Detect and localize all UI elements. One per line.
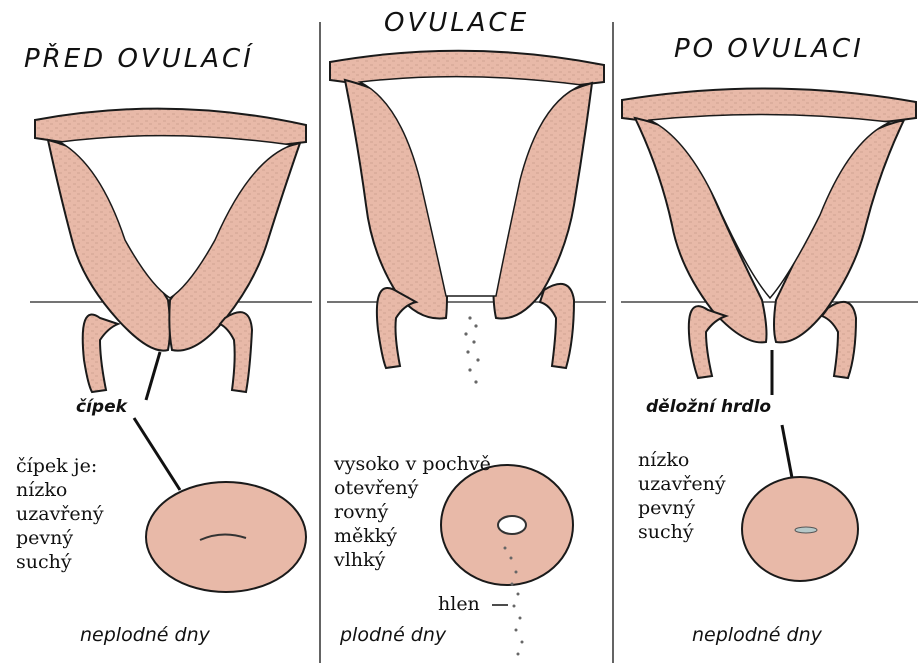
description-line: uzavřený: [638, 472, 726, 496]
description-line: vlhký: [334, 548, 491, 572]
description-after: nízko uzavřený pevný suchý: [638, 448, 726, 544]
description-line: měkký: [334, 524, 491, 548]
vaginal-wall-left-1: [83, 315, 118, 392]
pointer-line-os-1: [134, 418, 180, 490]
mucus-drops-top: [464, 316, 479, 383]
label-hlen: hlen: [438, 592, 480, 616]
os-slit-3: [795, 527, 817, 533]
label-cervix-neck: děložní hrdlo: [646, 397, 771, 417]
panel-title-ovulation: OVULACE: [384, 8, 529, 38]
description-line: nízko: [16, 478, 104, 502]
panel-title-before: PŘED OVULACÍ: [24, 44, 254, 74]
description-line: suchý: [16, 550, 104, 574]
vaginal-wall-left-2: [377, 288, 416, 368]
description-line: uzavřený: [16, 502, 104, 526]
panel-title-after: PO OVULACI: [674, 34, 864, 64]
description-line: otevřený: [334, 476, 491, 500]
footer-after: neplodné dny: [692, 624, 822, 646]
vaginal-wall-right-1: [220, 312, 252, 392]
vaginal-wall-right-2: [540, 284, 574, 368]
label-cipek: čípek: [76, 397, 127, 417]
description-line: čípek je:: [16, 454, 104, 478]
description-before: čípek je: nízko uzavřený pevný suchý: [16, 454, 104, 574]
description-line: vysoko v pochvě: [334, 452, 491, 476]
pointer-line-cipek: [146, 352, 160, 400]
description-line: suchý: [638, 520, 726, 544]
cervix-closed-os-1: [146, 482, 306, 592]
vaginal-wall-left-3: [689, 306, 726, 378]
footer-before: neplodné dny: [80, 624, 210, 646]
description-line: rovný: [334, 500, 491, 524]
description-ovulation: vysoko v pochvě otevřený rovný měkký vlh…: [334, 452, 491, 572]
vaginal-wall-right-3: [822, 302, 856, 378]
description-line: pevný: [16, 526, 104, 550]
description-line: nízko: [638, 448, 726, 472]
description-line: pevný: [638, 496, 726, 520]
footer-ovulation: plodné dny: [340, 624, 446, 646]
os-opening-2: [498, 516, 526, 534]
